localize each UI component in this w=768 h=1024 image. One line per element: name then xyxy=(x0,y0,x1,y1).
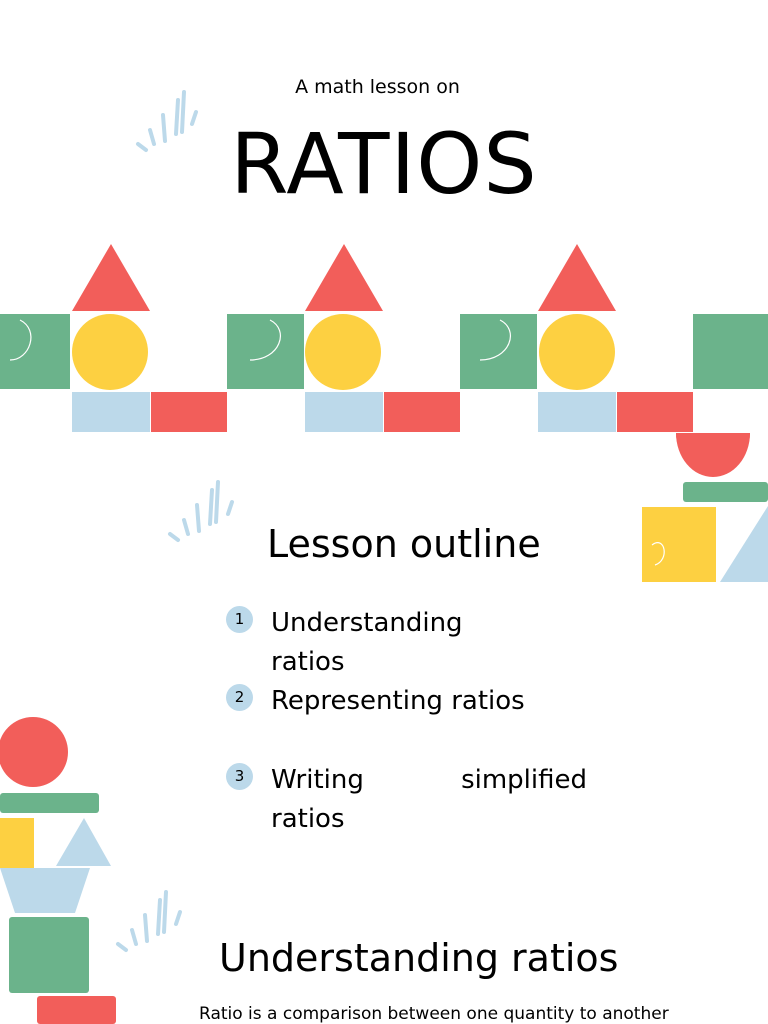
block-group xyxy=(460,244,693,432)
block-group xyxy=(0,244,227,432)
item-number-badge: 2 xyxy=(226,684,253,711)
outline-item-line: ratios xyxy=(271,647,345,677)
outline-item: Writing simplified ratios xyxy=(271,761,587,839)
square-shape xyxy=(460,314,537,389)
outline-item-line: Representing ratios xyxy=(271,686,525,716)
outline-item-line: ratios xyxy=(271,804,345,834)
outline-heading: Lesson outline xyxy=(267,522,541,566)
block-stack-left xyxy=(0,717,116,1024)
triangle-shape xyxy=(538,244,616,311)
circle-shape xyxy=(72,314,148,390)
rect-shape xyxy=(72,392,150,432)
outline-item: Understanding ratios xyxy=(271,604,463,682)
outline-item: Representing ratios xyxy=(271,682,525,721)
section-body-text: Ratio is a comparison between one quanti… xyxy=(199,1004,669,1024)
rect-shape xyxy=(305,392,383,432)
block-group xyxy=(227,244,460,432)
outline-item-word: simplified xyxy=(461,765,587,795)
rect-shape xyxy=(151,392,227,432)
sparkle-icon xyxy=(116,890,182,952)
lesson-title: RATIOS xyxy=(230,115,538,213)
item-number-badge: 3 xyxy=(226,763,253,790)
rect-shape xyxy=(384,392,460,432)
circle-shape xyxy=(539,314,615,390)
rect-shape xyxy=(617,392,693,432)
block-stack-right xyxy=(642,433,768,582)
triangle-shape xyxy=(72,244,150,311)
section-heading: Understanding ratios xyxy=(219,936,619,980)
item-number-badge: 1 xyxy=(226,606,253,633)
circle-shape xyxy=(305,314,381,390)
sparkle-icon xyxy=(168,480,234,542)
sparkle-icon xyxy=(136,90,198,152)
square-shape xyxy=(227,314,304,389)
outline-item-line: Understanding xyxy=(271,608,463,638)
square-shape xyxy=(693,314,768,389)
rect-shape xyxy=(538,392,616,432)
triangle-shape xyxy=(305,244,383,311)
outline-item-line: Writing simplified xyxy=(271,761,587,800)
outline-item-word: Writing xyxy=(271,765,364,795)
square-shape xyxy=(0,314,70,389)
lesson-subtitle: A math lesson on xyxy=(295,76,460,98)
